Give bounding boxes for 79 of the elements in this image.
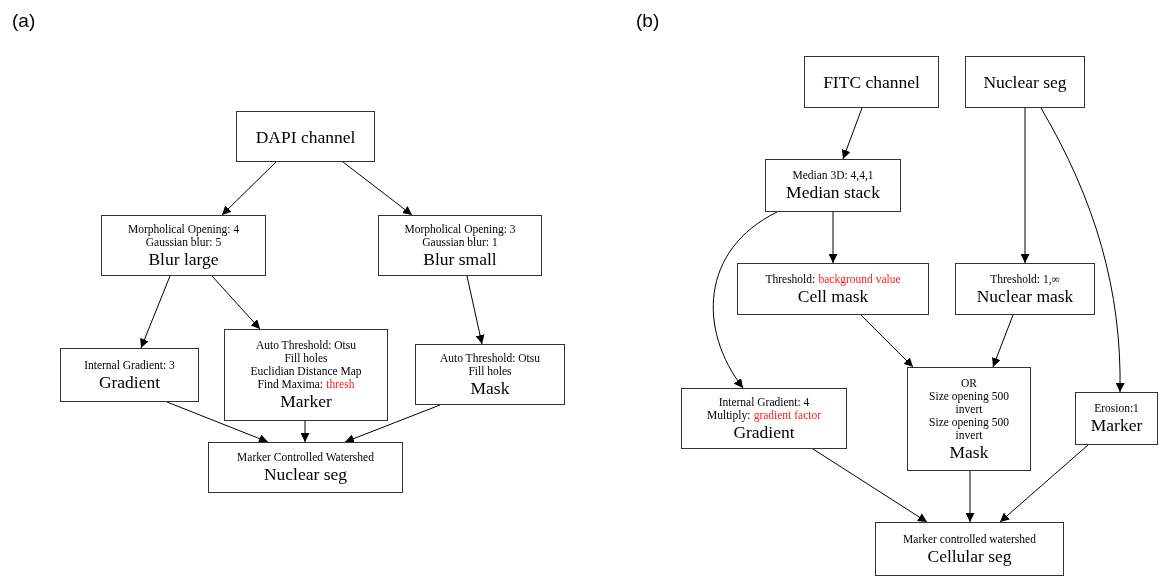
arrow — [466, 275, 485, 345]
step-title: Median stack — [786, 182, 880, 202]
step-title: Gradient — [733, 421, 795, 442]
arrow — [965, 470, 975, 523]
arrow — [344, 404, 441, 443]
panel-label: (a) — [12, 10, 36, 32]
process-box — [681, 388, 847, 449]
step-title: Gradient — [98, 371, 161, 392]
step-title: Blur large — [148, 248, 219, 269]
process-box — [236, 111, 375, 162]
process-box — [955, 263, 1095, 315]
parameter-text: Threshold: — [765, 272, 816, 285]
parameter-text: Threshold: 1,∞ — [990, 272, 1060, 285]
arrow — [1020, 107, 1030, 264]
process-box — [907, 367, 1031, 471]
step-title: Mask — [470, 377, 510, 398]
arrow — [860, 314, 914, 368]
process-box — [378, 215, 542, 276]
process-box — [765, 159, 901, 212]
arrow — [828, 211, 838, 264]
arrow — [712, 211, 778, 389]
panel-label: (b) — [636, 10, 660, 32]
arrow — [166, 401, 269, 443]
step-title: Nuclear seg — [263, 464, 348, 484]
parameter-text: Auto Threshold: Otsu — [439, 351, 541, 364]
process-box — [1075, 392, 1158, 445]
parameter-text: Fill holes — [468, 364, 512, 377]
arrow — [999, 444, 1089, 523]
step-title: Cell mask — [797, 285, 869, 306]
parameter-text: Gaussian blur: 5 — [145, 235, 222, 248]
parameter-text: Morpholical Opening: 3 — [404, 222, 516, 235]
process-box — [737, 263, 929, 315]
arrow — [1040, 107, 1125, 393]
parameter-text: Auto Threshold: Otsu — [255, 339, 357, 351]
parameter-text: invert — [955, 428, 983, 441]
arrow — [812, 448, 928, 523]
arrow — [300, 420, 310, 443]
step-title: Nuclear mask — [976, 285, 1074, 306]
parameter-text: Morpholical Opening: 4 — [127, 222, 240, 235]
arrow — [342, 161, 413, 216]
process-box — [965, 56, 1085, 108]
step-title: Marker — [1090, 415, 1143, 435]
process-box — [875, 522, 1064, 576]
arrow — [221, 161, 277, 216]
parameter-text: invert — [955, 402, 983, 415]
parameter-text: Euclidian Distance Map — [250, 365, 362, 377]
arrow — [841, 107, 863, 160]
process-box — [804, 56, 939, 108]
parameter-value: thresh — [326, 378, 355, 390]
step-title: Marker — [280, 391, 332, 411]
parameter-text: Median 3D: 4,4,1 — [792, 169, 874, 181]
parameter-text: Marker Controlled Watershed — [237, 451, 374, 463]
parameter-value: gradient factor — [753, 408, 821, 421]
process-box — [415, 344, 565, 405]
parameter-text: Gaussian blur: 1 — [422, 235, 498, 248]
step-title: DAPI channel — [255, 126, 356, 147]
parameter-text: Fill holes — [284, 352, 328, 364]
arrow — [140, 275, 171, 349]
process-box — [208, 442, 403, 493]
arrow — [992, 314, 1014, 368]
parameter-text: Internal Gradient: 4 — [718, 395, 810, 408]
process-box — [60, 348, 199, 402]
step-title: Cellular seg — [927, 545, 1012, 566]
parameter-text: Multiply: — [706, 408, 751, 421]
parameter-value: background value — [818, 272, 901, 285]
parameter-text: Marker controlled watershed — [903, 532, 1036, 545]
step-title: Mask — [949, 441, 989, 462]
parameter-text: Erosion:1 — [1094, 402, 1139, 414]
parameter-text: OR — [961, 376, 977, 389]
process-box — [224, 329, 388, 421]
parameter-text: Size opening 500 — [929, 415, 1009, 428]
step-title: Blur small — [423, 248, 497, 269]
parameter-text: Find Maxima: — [257, 378, 324, 390]
step-title: Nuclear seg — [983, 72, 1067, 92]
arrow — [211, 275, 261, 330]
parameter-text: Size opening 500 — [929, 389, 1009, 402]
parameter-text: Internal Gradient: 3 — [84, 358, 175, 371]
step-title: FITC channel — [823, 72, 920, 92]
process-box — [101, 215, 266, 276]
